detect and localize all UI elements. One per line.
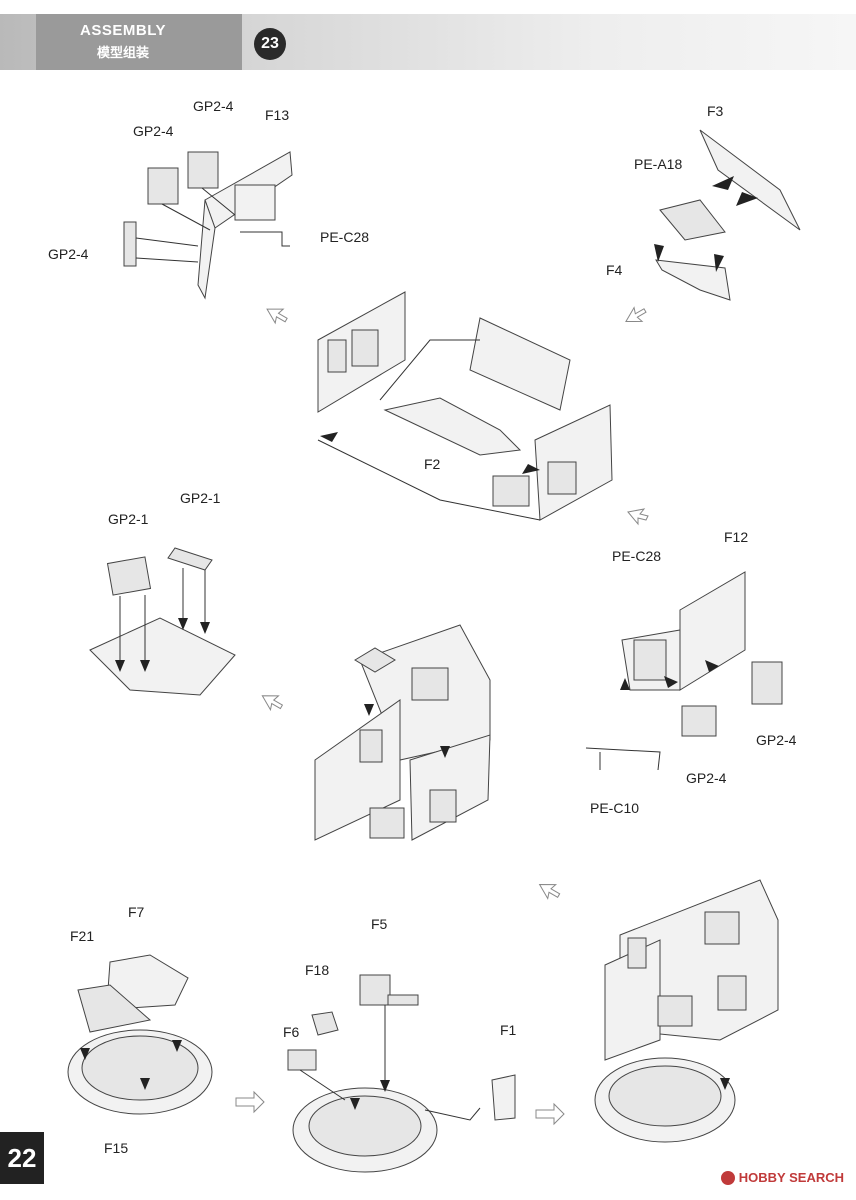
part-label: GP2-1 xyxy=(180,490,221,506)
part-label: F4 xyxy=(606,262,623,278)
completed-turret xyxy=(594,879,779,1143)
part-label: F13 xyxy=(265,107,290,123)
f12-subassembly xyxy=(585,571,783,771)
part-label: F1 xyxy=(500,1022,517,1038)
part-label: F21 xyxy=(70,928,95,944)
part-label: GP2-4 xyxy=(686,770,727,786)
part-label: GP2-4 xyxy=(756,732,797,748)
part-label: F15 xyxy=(104,1140,129,1156)
f3-f4-subassembly xyxy=(654,129,801,301)
part-label: GP2-1 xyxy=(108,511,149,527)
f13-subassembly xyxy=(123,151,293,300)
part-label: F18 xyxy=(305,962,330,978)
step-number-badge: 23 xyxy=(254,28,286,60)
part-label: PE-C28 xyxy=(612,548,662,564)
part-label: F3 xyxy=(707,103,724,119)
part-label: PE-C10 xyxy=(590,800,640,816)
header-title: ASSEMBLY xyxy=(80,22,166,39)
header-subtitle: 模型组装 xyxy=(96,45,149,60)
roof-subassembly xyxy=(314,624,491,841)
page-number: 22 xyxy=(0,1132,44,1184)
part-label: PE-C28 xyxy=(320,229,370,245)
part-label: GP2-4 xyxy=(133,123,174,139)
header-tab xyxy=(36,14,242,70)
part-label: F6 xyxy=(283,1024,300,1040)
part-label: GP2-4 xyxy=(48,246,89,262)
hull-frame-main xyxy=(317,291,613,521)
part-label: F5 xyxy=(371,916,388,932)
watermark-text: HOBBY SEARCH xyxy=(738,1170,844,1185)
part-label: PE-A18 xyxy=(634,156,683,172)
watermark: HOBBY SEARCH xyxy=(720,1170,844,1185)
part-label: F12 xyxy=(724,529,749,545)
hobby-search-logo-icon xyxy=(720,1170,735,1185)
part-label: GP2-4 xyxy=(193,98,234,114)
turret-ring-subassembly-center xyxy=(287,974,516,1173)
gp2-1-subassembly xyxy=(89,547,236,696)
turret-ring-subassembly-left xyxy=(67,954,213,1115)
part-label: F7 xyxy=(128,904,145,920)
part-label: F2 xyxy=(424,456,441,472)
